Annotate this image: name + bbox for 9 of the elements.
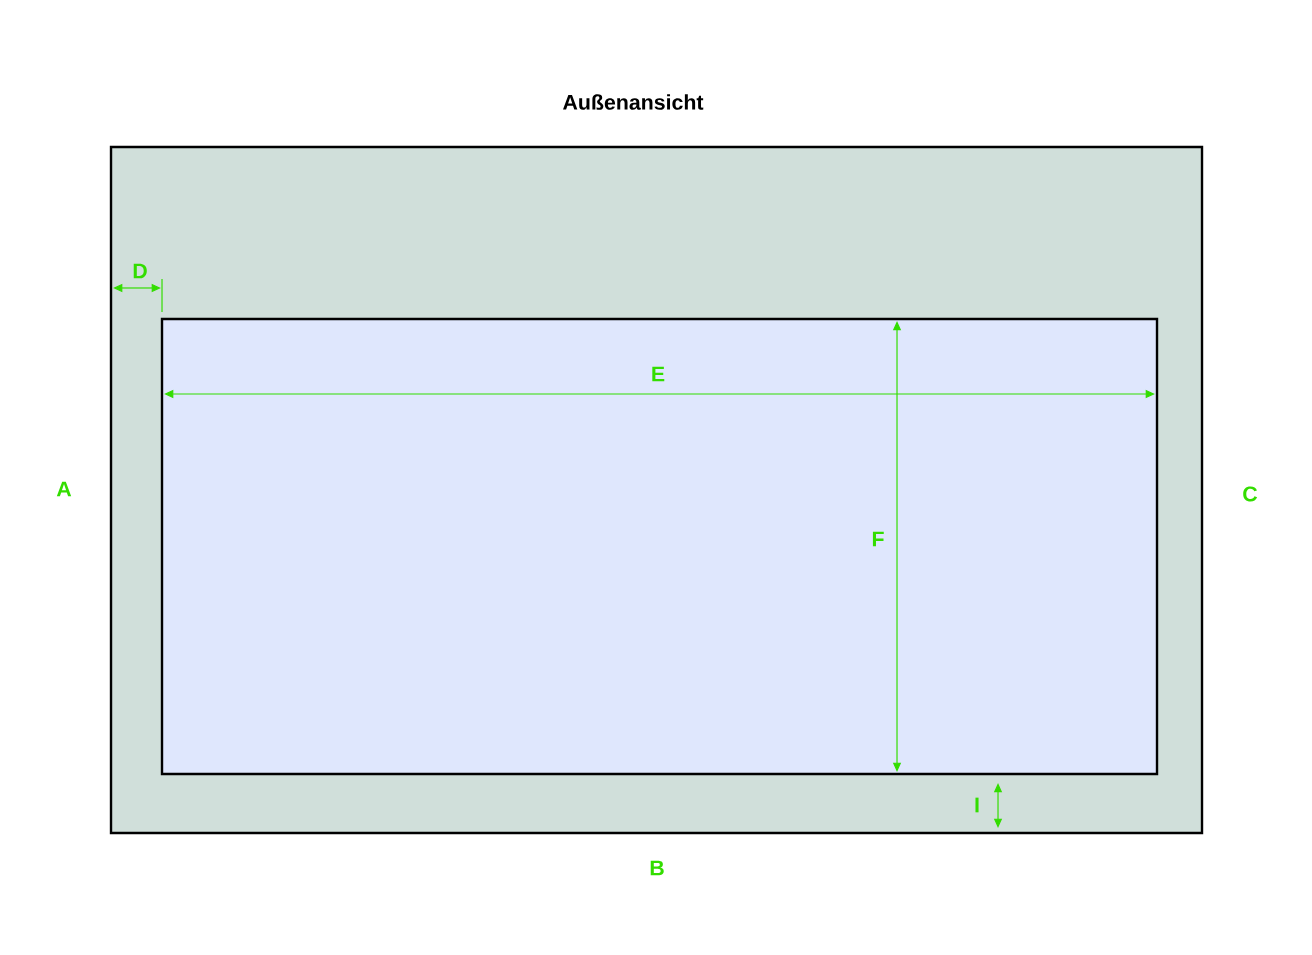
dimension-label: D xyxy=(133,263,147,279)
dimension-label: I xyxy=(975,797,979,813)
dimension-label: B xyxy=(650,860,664,876)
dimension-label: A xyxy=(56,481,72,497)
inner-panel xyxy=(160,317,1159,776)
title: Außenansicht xyxy=(563,94,704,110)
dimension-label: E xyxy=(652,366,665,382)
dimension-label: F xyxy=(872,531,884,547)
dimension-label: C xyxy=(1243,486,1258,502)
